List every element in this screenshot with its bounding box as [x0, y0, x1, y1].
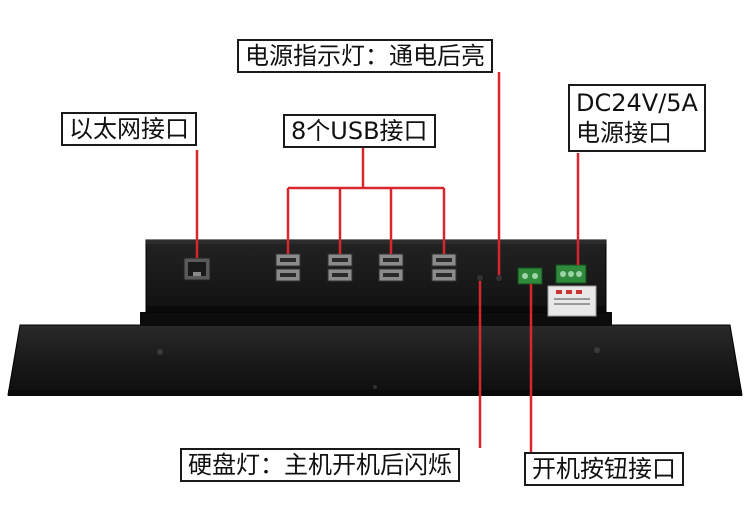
- terminal-sticker: [547, 285, 597, 317]
- usb-port-stack-3: [378, 253, 404, 282]
- usb-label: 8个USB接口: [283, 114, 436, 148]
- power-button-label: 开机按钮接口: [524, 452, 684, 486]
- ethernet-port-icon: [183, 257, 211, 281]
- hdd-led-label-text: 硬盘灯：主机开机后闪烁: [188, 451, 452, 479]
- power-button-label-text: 开机按钮接口: [532, 455, 676, 483]
- screw-icon: [157, 349, 163, 355]
- usb-label-text: 8个USB接口: [291, 117, 428, 145]
- ethernet-label: 以太网接口: [61, 112, 197, 146]
- ethernet-label-text: 以太网接口: [69, 115, 189, 143]
- power-port-label: DC24V/5A 电源接口: [568, 84, 706, 152]
- power-led-icon: [496, 275, 502, 281]
- screw-icon: [594, 347, 600, 353]
- power-port-text: 电源接口: [576, 119, 672, 147]
- power-spec-text: DC24V/5A: [576, 89, 698, 117]
- power-led-label: 电源指示灯：通电后亮: [237, 39, 493, 73]
- usb-port-stack-2: [327, 253, 353, 282]
- power-led-label-text: 电源指示灯：通电后亮: [245, 42, 485, 70]
- leader-lines: [195, 72, 580, 452]
- screw-icon: [373, 385, 377, 389]
- usb-port-stack-4: [431, 253, 457, 282]
- hdd-led-label: 硬盘灯：主机开机后闪烁: [180, 448, 460, 482]
- power-terminal-icon: [555, 264, 587, 284]
- hdd-led-icon: [477, 275, 483, 281]
- front-bezel: [7, 324, 743, 396]
- power-button-terminal-icon: [517, 267, 543, 285]
